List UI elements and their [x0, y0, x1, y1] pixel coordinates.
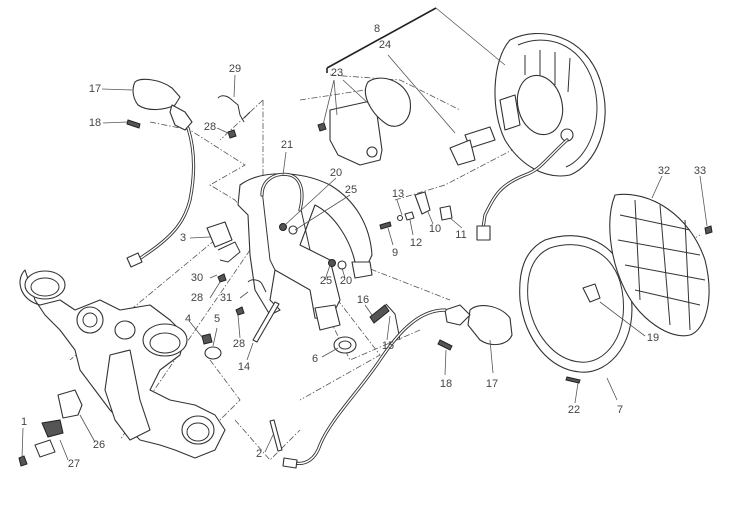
callout-19: 19 — [646, 332, 660, 344]
headlamp — [476, 33, 606, 241]
callout-6: 6 — [311, 353, 319, 365]
callout-28b: 28 — [190, 292, 204, 304]
callout-29: 29 — [228, 63, 242, 75]
headlight-bracket — [237, 172, 373, 331]
callout-28a: 28 — [203, 121, 217, 133]
callout-17b: 17 — [485, 378, 499, 390]
lamp-cover — [317, 77, 411, 166]
callout-20a: 20 — [329, 167, 343, 179]
rubber-mount — [206, 221, 267, 316]
callout-31: 31 — [219, 292, 233, 304]
callout-26: 26 — [92, 439, 106, 451]
callout-30: 30 — [190, 272, 204, 284]
callout-32: 32 — [657, 165, 671, 177]
callout-3: 3 — [179, 232, 187, 244]
callout-7: 7 — [616, 404, 624, 416]
callout-15: 15 — [381, 340, 395, 352]
callout-13: 13 — [391, 188, 405, 200]
triple-clamp — [19, 269, 226, 459]
callout-22: 22 — [567, 404, 581, 416]
leader-lines — [21, 7, 708, 461]
callout-2: 2 — [255, 448, 263, 460]
callout-14: 14 — [237, 361, 251, 373]
callout-17a: 17 — [88, 83, 102, 95]
callout-16: 16 — [356, 294, 370, 306]
callout-28c: 28 — [232, 338, 246, 350]
callout-21: 21 — [280, 139, 294, 151]
callout-12: 12 — [409, 237, 423, 249]
callout-9: 9 — [391, 247, 399, 259]
callout-8: 8 — [373, 23, 381, 35]
callout-23: 23 — [330, 67, 344, 79]
headlight-bulb — [449, 126, 496, 166]
callout-33: 33 — [693, 165, 707, 177]
callout-25a: 25 — [344, 184, 358, 196]
trim-ring — [519, 235, 633, 384]
callout-18b: 18 — [439, 378, 453, 390]
side-clamp — [379, 191, 453, 230]
callout-10: 10 — [428, 223, 442, 235]
left-indicator — [126, 78, 196, 268]
callout-24: 24 — [378, 39, 392, 51]
callout-25b: 25 — [319, 275, 333, 287]
headlight-grille — [609, 193, 713, 337]
callout-20b: 20 — [339, 275, 353, 287]
fasteners — [201, 301, 401, 452]
callout-27: 27 — [67, 458, 81, 470]
wire-clip — [217, 95, 251, 139]
callout-5: 5 — [213, 313, 221, 325]
callout-1: 1 — [20, 416, 28, 428]
cable-grommets — [18, 389, 83, 467]
assembly-bracket-8 — [326, 7, 437, 73]
right-indicator — [282, 304, 513, 469]
callout-11: 11 — [455, 229, 467, 241]
callout-4: 4 — [184, 313, 192, 325]
callout-18a: 18 — [88, 117, 102, 129]
